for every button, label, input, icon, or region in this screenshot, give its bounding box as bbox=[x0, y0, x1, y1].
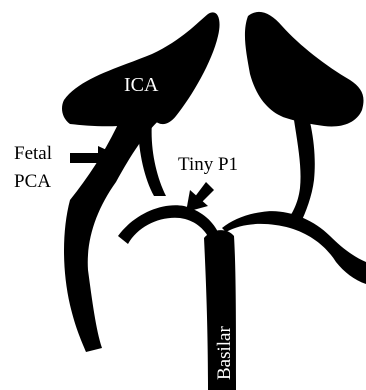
pca-label: PCA bbox=[14, 171, 51, 192]
ica-label: ICA bbox=[124, 74, 159, 96]
tiny-p1-label: Tiny P1 bbox=[178, 154, 238, 175]
fetal-label: Fetal bbox=[14, 143, 52, 164]
basilar-label: Basilar bbox=[214, 326, 235, 380]
